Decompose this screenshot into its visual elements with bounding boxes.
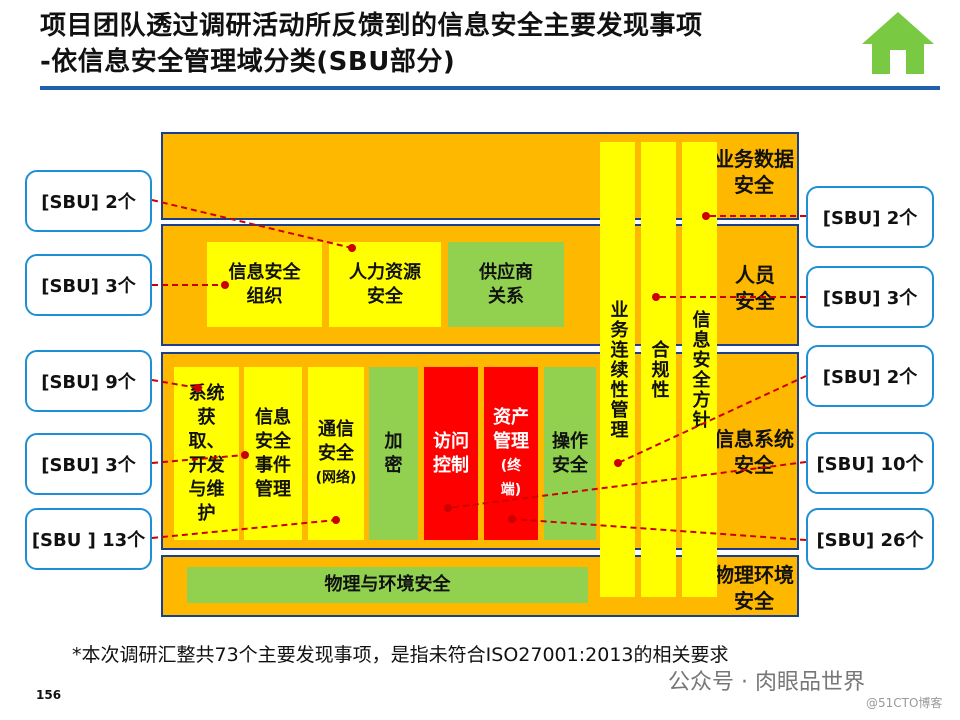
box-incident-management: 信息安全事件管理: [244, 367, 302, 540]
callout-left-5: [SBU ] 13个: [25, 508, 152, 570]
connector-dot-continuity: [614, 459, 622, 467]
connector-dot-org: [221, 281, 229, 289]
connector-dot-incident: [241, 451, 249, 459]
connector-dot-acquisition: [194, 384, 202, 392]
page-number: 156: [36, 688, 62, 702]
connector-dot-asset: [508, 515, 516, 523]
connector-right-3: [617, 375, 807, 464]
connector-dot-access: [444, 504, 452, 512]
title-line-1: 项目团队透过调研活动所反馈到的信息安全主要发现事项: [40, 11, 703, 41]
box-cryptography: 加密: [369, 367, 418, 540]
callout-right-1: [SBU] 2个: [806, 186, 934, 248]
page-title: 项目团队透过调研活动所反馈到的信息安全主要发现事项 -依信息安全管理域分类(SB…: [40, 8, 840, 80]
connector-right-4: [447, 461, 807, 509]
callout-left-4: [SBU] 3个: [25, 433, 152, 495]
callout-left-2: [SBU] 3个: [25, 254, 152, 316]
callout-right-5: [SBU] 26个: [806, 508, 934, 570]
connector-left-4: [151, 454, 246, 464]
connector-dot-comm: [332, 516, 340, 524]
title-line-2: -依信息安全管理域分类(SBU部分): [40, 47, 456, 77]
box-access-control: 访问控制: [424, 367, 478, 540]
layer-label-personnel: 人员安全: [735, 263, 775, 313]
connector-left-5: [151, 519, 337, 539]
footnote: *本次调研汇整共73个主要发现事项，是指未符合ISO27001:2013的相关要…: [72, 644, 729, 666]
callout-left-1: [SBU] 2个: [25, 170, 152, 232]
box-operations-security: 操作安全: [544, 367, 596, 540]
callout-right-4: [SBU] 10个: [806, 432, 934, 494]
comm-label: 通信安全: [318, 418, 354, 464]
box-human-resources: 人力资源安全: [329, 242, 441, 327]
layer-label-physical: 物理环境安全: [714, 563, 794, 613]
title-divider: [40, 86, 940, 90]
layer-label-info-system: 信息系统安全: [714, 427, 794, 477]
connector-dot-policy: [702, 212, 710, 220]
bar-business-continuity: 业务连续性管理: [600, 142, 635, 597]
connector-dot-hr: [348, 244, 356, 252]
callout-right-2: [SBU] 3个: [806, 266, 934, 328]
asset-label: 资产管理: [493, 406, 529, 452]
box-physical-environment: 物理与环境安全: [187, 567, 588, 603]
bar-compliance-label: 合规性: [648, 339, 670, 400]
bar-business-continuity-label: 业务连续性管理: [607, 299, 629, 440]
callout-right-3: [SBU] 2个: [806, 345, 934, 407]
box-asset-management: 资产管理 (终端): [484, 367, 538, 540]
comm-sublabel: (网络): [315, 469, 357, 486]
watermark: 公众号 · 肉眼品世界: [668, 670, 865, 695]
connector-dot-compliance: [652, 293, 660, 301]
bar-security-policy: 信息安全方针: [682, 142, 717, 597]
home-icon[interactable]: [860, 10, 936, 76]
connector-left-1: [151, 199, 353, 249]
connector-right-5: [511, 518, 807, 541]
box-security-organization: 信息安全组织: [207, 242, 322, 327]
layer-label-business-data: 业务数据安全: [714, 147, 794, 197]
bar-compliance: 合规性: [641, 142, 676, 597]
asset-sublabel: (终端): [500, 457, 522, 498]
box-communication-security: 通信安全 (网络): [308, 367, 364, 540]
watermark-sub: @51CTO博客: [866, 696, 943, 710]
box-supplier-relations: 供应商关系: [448, 242, 564, 327]
box-system-acquisition: 系统获取、开发与维护: [174, 367, 239, 540]
callout-left-3: [SBU] 9个: [25, 350, 152, 412]
bar-security-policy-label: 信息安全方针: [689, 309, 711, 430]
connector-left-3: [151, 379, 199, 389]
